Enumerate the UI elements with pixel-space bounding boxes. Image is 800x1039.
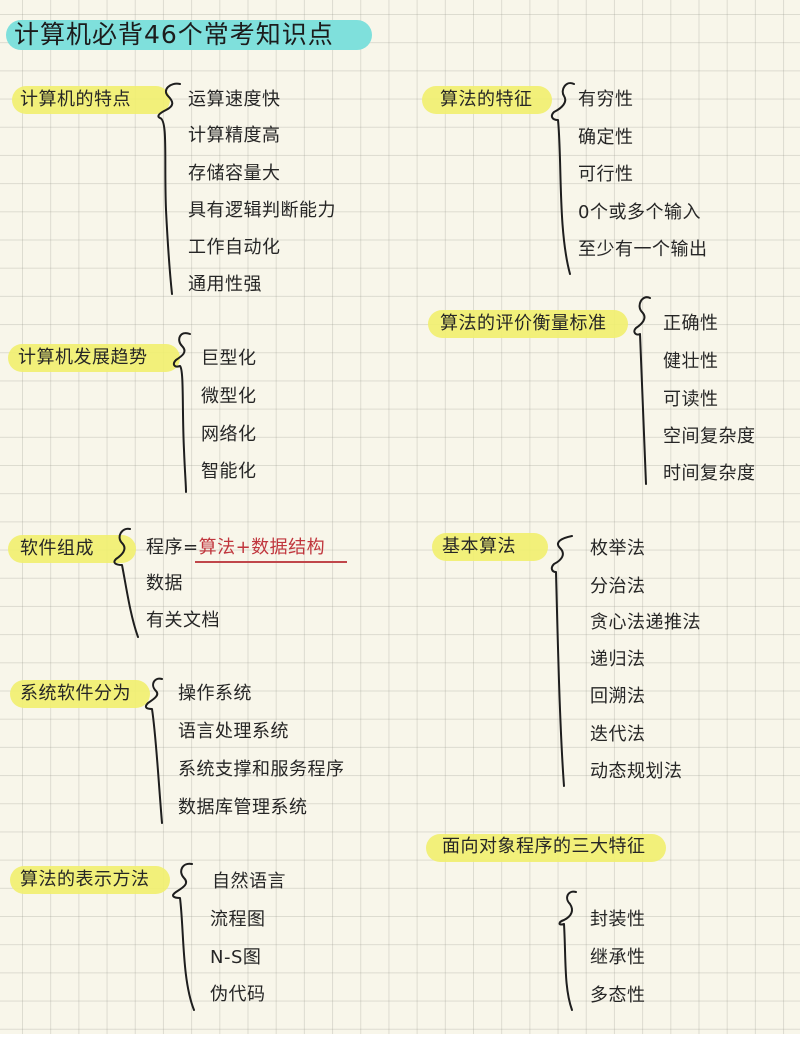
list-item: 通用性强 [188,274,262,295]
section-label-oop: 面向对象程序的三大特征 [442,836,646,857]
program-formula: 算法+数据结构 [198,537,326,558]
list-item: 正确性 [663,313,719,334]
list-item: 确定性 [578,127,634,148]
formula-line: 程序=算法+数据结构 [146,534,325,562]
list-item: N-S图 [210,947,262,968]
list-item: 回溯法 [590,686,646,707]
label-highlight [426,834,666,862]
section-label-trends: 计算机发展趋势 [18,347,148,368]
list-item: 计算精度高 [188,125,281,146]
list-item: 系统支撑和服务程序 [178,759,345,780]
list-item: 有穷性 [578,89,634,110]
list-item: 有关文档 [146,610,220,631]
brace-icon [144,677,163,824]
list-item: 可读性 [663,389,719,410]
list-item: 网络化 [201,424,257,445]
list-item: 自然语言 [212,871,286,892]
list-item: 智能化 [201,461,257,482]
label-highlight [10,866,170,894]
list-item: 递归法 [590,649,646,670]
section-label-features: 计算机的特点 [20,89,131,110]
brace-icon [113,527,139,638]
list-item: 语言处理系统 [178,721,289,742]
list-item: 枚举法 [590,538,646,559]
list-item: 健壮性 [663,351,719,372]
list-item: 运算速度快 [188,89,281,110]
label-highlight [422,86,552,114]
program-prefix: 程序= [146,537,199,558]
brace-icon [172,862,195,1011]
list-item: 0个或多个输入 [578,202,701,223]
brace-icon [550,535,573,787]
list-item: 存储容量大 [188,163,281,184]
list-item: 动态规划法 [590,761,683,782]
label-highlight [8,344,180,372]
brace-icon [550,82,575,275]
list-item: 至少有一个输出 [578,239,708,260]
list-item: 巨型化 [201,348,257,369]
list-item: 数据库管理系统 [178,797,308,818]
list-item: 空间复杂度 [663,426,756,447]
list-item: 微型化 [201,386,257,407]
red-underline [195,561,347,563]
page-title: 计算机必背46个常考知识点 [14,20,334,49]
list-item: 封装性 [590,909,646,930]
label-highlight [12,86,170,114]
section-label-basic-algorithms: 基本算法 [442,536,516,557]
title-highlight [6,20,372,50]
list-item: 时间复杂度 [663,463,756,484]
list-item: 流程图 [210,909,266,930]
brace-icon [157,82,181,295]
section-label-algorithm-features: 算法的特征 [440,89,533,110]
section-label-software: 软件组成 [20,538,94,559]
list-item: 工作自动化 [188,237,281,258]
brace-icon [633,296,651,485]
label-highlight [8,535,136,563]
label-highlight [428,310,628,338]
list-item: 迭代法 [590,724,646,745]
label-highlight [432,533,548,561]
section-label-algorithm-evaluation: 算法的评价衡量标准 [440,313,607,334]
brace-icon [558,890,577,1011]
list-item: 伪代码 [210,984,266,1005]
list-item: 可行性 [578,164,634,185]
list-item: 继承性 [590,947,646,968]
list-item: 数据 [146,573,183,594]
list-item: 分治法 [590,576,646,597]
section-label-algorithm-repr: 算法的表示方法 [20,869,150,890]
brace-icon [172,332,191,493]
list-item: 多态性 [590,985,646,1006]
list-item: 操作系统 [178,683,252,704]
section-label-system-software: 系统软件分为 [20,683,131,704]
label-highlight [10,680,150,708]
list-item: 贪心法递推法 [590,612,701,633]
list-item: 具有逻辑判断能力 [188,200,336,221]
